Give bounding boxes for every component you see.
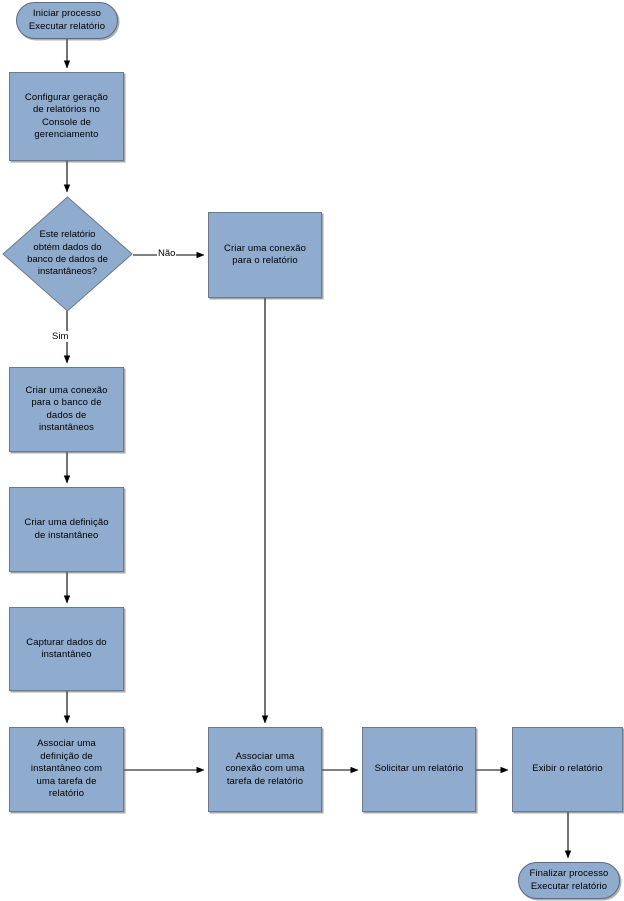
node-create-report-connection-label: Criar uma conexão para o relatório: [224, 242, 306, 266]
node-decision-label: Este relatório obtém dados do banco de d…: [27, 229, 108, 278]
node-end-terminator[interactable]: Finalizar processo Executar relatório: [518, 862, 620, 899]
node-associate-connection-label: Associar uma conexão com uma tarefa de r…: [225, 750, 305, 787]
node-request-report[interactable]: Solicitar um relatório: [362, 727, 476, 812]
node-associate-definition-label: Associar uma definição de instantâneo co…: [30, 738, 103, 800]
node-create-snapshot-definition[interactable]: Criar uma definição de instantâneo: [9, 487, 124, 572]
node-start-label: Iniciar processo Executar relatório: [28, 8, 106, 32]
node-display-report[interactable]: Exibir o relatório: [512, 727, 623, 812]
node-capture-snapshot-data[interactable]: Capturar dados do instantâneo: [9, 607, 124, 691]
node-create-snapshot-connection[interactable]: Criar uma conexão para o banco de dados …: [9, 367, 124, 452]
node-configure-label: Configurar geração de relatórios no Cons…: [24, 91, 109, 140]
node-create-snapshot-definition-label: Criar uma definição de instantâneo: [24, 517, 109, 541]
edge-label-nao: Não: [157, 248, 177, 259]
node-request-report-label: Solicitar um relatório: [374, 763, 464, 775]
node-display-report-label: Exibir o relatório: [532, 763, 603, 775]
node-end-label: Finalizar processo Executar relatório: [529, 868, 609, 892]
node-configure-report-generation[interactable]: Configurar geração de relatórios no Cons…: [9, 72, 124, 161]
edge-label-sim: Sim: [51, 331, 70, 342]
node-create-snapshot-connection-label: Criar uma conexão para o banco de dados …: [25, 384, 108, 433]
node-associate-definition-with-task[interactable]: Associar uma definição de instantâneo co…: [9, 727, 124, 812]
node-start-terminator[interactable]: Iniciar processo Executar relatório: [16, 2, 118, 39]
node-decision-snapshot-database[interactable]: Este relatório obtém dados do banco de d…: [2, 196, 133, 312]
node-create-report-connection[interactable]: Criar uma conexão para o relatório: [208, 212, 322, 298]
node-associate-connection-with-task[interactable]: Associar uma conexão com uma tarefa de r…: [208, 727, 322, 812]
node-capture-snapshot-data-label: Capturar dados do instantâneo: [26, 636, 107, 660]
